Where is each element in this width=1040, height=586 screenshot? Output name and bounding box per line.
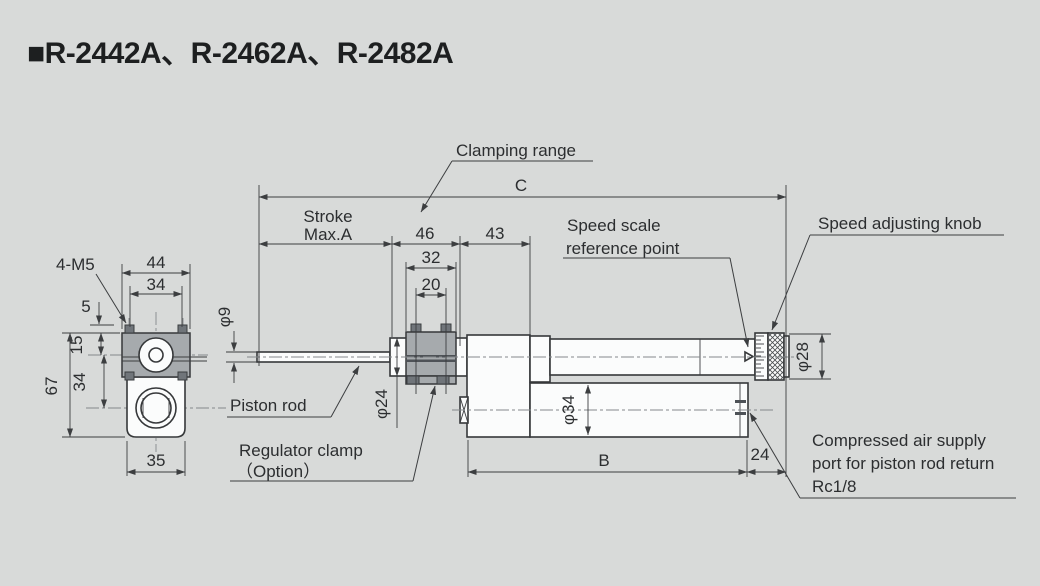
front-bolt-bottom-left	[124, 371, 135, 381]
front-dimensions: 44 34 5 15 34 67 35	[42, 253, 191, 476]
front-bolt-top-left	[124, 324, 135, 334]
dim-front-base-width: 35	[147, 451, 166, 470]
front-tube-hole-outer	[135, 387, 177, 429]
dim-front-bolt-span: 34	[147, 275, 166, 294]
neck	[529, 335, 551, 383]
rear-port-mark	[735, 400, 746, 403]
dim-overall-length: C	[515, 176, 527, 195]
front-mounting-plate	[126, 376, 186, 438]
callout-air-supply-port: Compressed air supply port for piston ro…	[749, 412, 1016, 499]
callout-regulator-clamp: Regulator clamp （Option）	[230, 385, 437, 482]
svg-text:Speed scale: Speed scale	[567, 216, 661, 235]
front-view: 44 34 5 15 34 67 35	[42, 253, 226, 476]
svg-text:Speed adjusting knob: Speed adjusting knob	[818, 214, 982, 233]
speed-adjusting-knob	[754, 332, 790, 381]
callout-speed-scale-reference: Speed scale reference point	[563, 216, 750, 348]
dim-rear-offset: 24	[751, 445, 770, 464]
dim-body-length: B	[598, 451, 609, 470]
callout-speed-adjusting-knob: Speed adjusting knob	[771, 214, 1004, 331]
dim-front-width-top: 44	[147, 253, 166, 272]
callout-clamping-range: Clamping range	[420, 141, 593, 213]
front-bolt-bottom-right	[177, 371, 188, 381]
knob-end	[783, 335, 790, 378]
svg-text:Compressed air supply: Compressed air supply	[812, 431, 986, 450]
side-extension-lines	[226, 185, 831, 477]
svg-text:Rc1/8: Rc1/8	[812, 477, 856, 496]
svg-text:Piston rod: Piston rod	[230, 396, 307, 415]
front-bolt-top-right	[177, 324, 188, 334]
side-shapes	[256, 323, 790, 438]
dim-stroke-line2: Max.A	[304, 225, 353, 244]
side-callouts: Clamping range Speed scale reference poi…	[227, 141, 1016, 499]
dim-front-height: 67	[42, 377, 61, 396]
speed-scale-reference-marker	[744, 350, 755, 363]
head-block	[466, 334, 531, 438]
regulator-clamp	[405, 323, 457, 385]
dim-front-edge-offset: 5	[81, 297, 90, 316]
page-title: ■R-2442A、R-2462A、R-2482A	[27, 37, 454, 70]
dim-clamp-width: 32	[422, 248, 441, 267]
svg-text:（Option）: （Option）	[236, 462, 320, 481]
side-view: C Stroke Max.A 46 43 32 20 φ9 φ24 φ34	[215, 141, 1016, 499]
svg-text:Clamping range: Clamping range	[456, 141, 576, 160]
dim-body-dia: φ34	[559, 395, 578, 425]
svg-text:port for piston rod return: port for piston rod return	[812, 454, 994, 473]
dim-boss-dia: φ24	[372, 389, 391, 419]
dim-stroke-line1: Stroke	[303, 207, 352, 226]
svg-text:reference point: reference point	[566, 239, 680, 258]
side-dimensions: C Stroke Max.A 46 43 32 20 φ9 φ24 φ34	[215, 176, 826, 476]
front-clamp-block	[121, 324, 207, 381]
dim-rod-dia: φ9	[215, 307, 234, 327]
front-tube-hole-inner	[140, 392, 172, 424]
dim-clamp-bolt-span: 20	[422, 275, 441, 294]
callout-piston-rod: Piston rod	[227, 365, 360, 418]
side-centerlines	[247, 356, 799, 411]
front-clamp-bore	[138, 337, 174, 373]
svg-text:Regulator clamp: Regulator clamp	[239, 441, 363, 460]
dim-head-section: 43	[486, 224, 505, 243]
dim-clamp-section: 46	[416, 224, 435, 243]
dim-knob-dia: φ28	[793, 342, 812, 372]
dim-front-hole-pitch: 34	[70, 373, 89, 392]
callout-bolt-spec: 4-M5	[56, 255, 95, 274]
